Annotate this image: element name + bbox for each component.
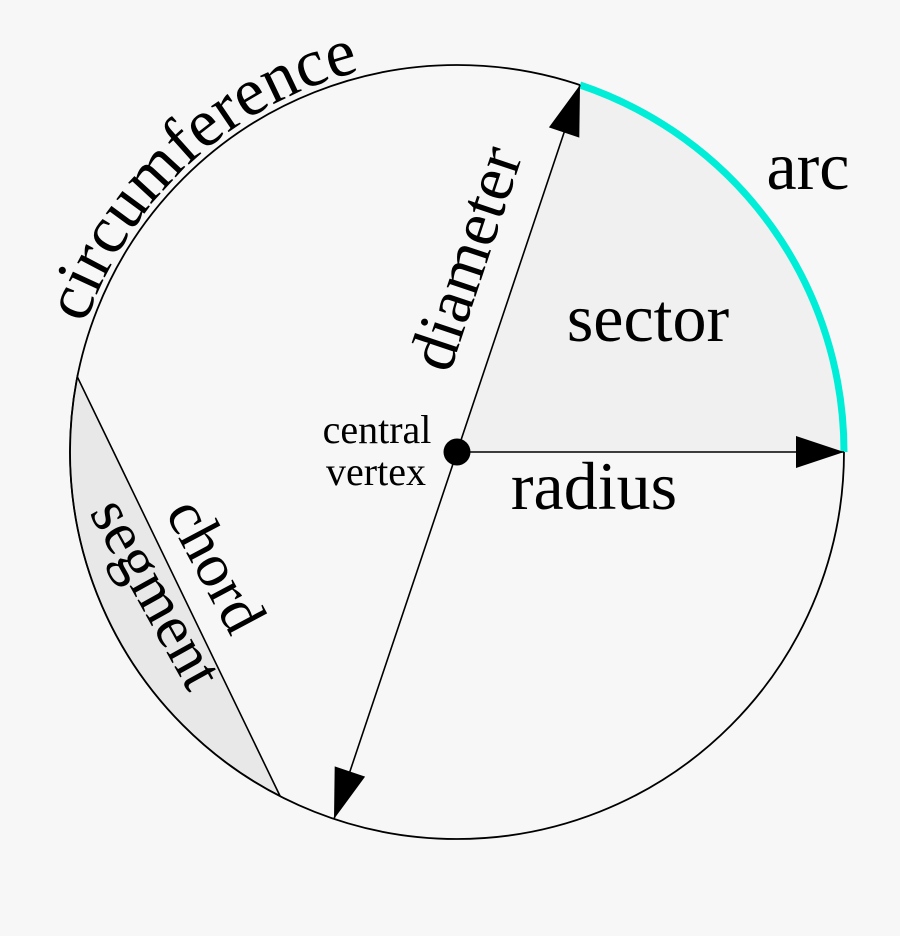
markers [334, 85, 844, 819]
center-dot [443, 438, 471, 466]
central-vertex-label-line1: central [323, 407, 432, 452]
diameter-arrowhead-top-icon [548, 85, 580, 138]
diameter-arrowhead-bottom-icon [334, 766, 366, 819]
central-vertex-label-line2: vertex [326, 449, 426, 494]
arc-label: arc [766, 128, 849, 204]
sector-region [457, 85, 844, 452]
radius-arrowhead-icon [796, 436, 844, 468]
sector-label: sector [567, 280, 730, 356]
radius-label: radius [511, 448, 677, 524]
arc-highlight [578, 81, 848, 453]
